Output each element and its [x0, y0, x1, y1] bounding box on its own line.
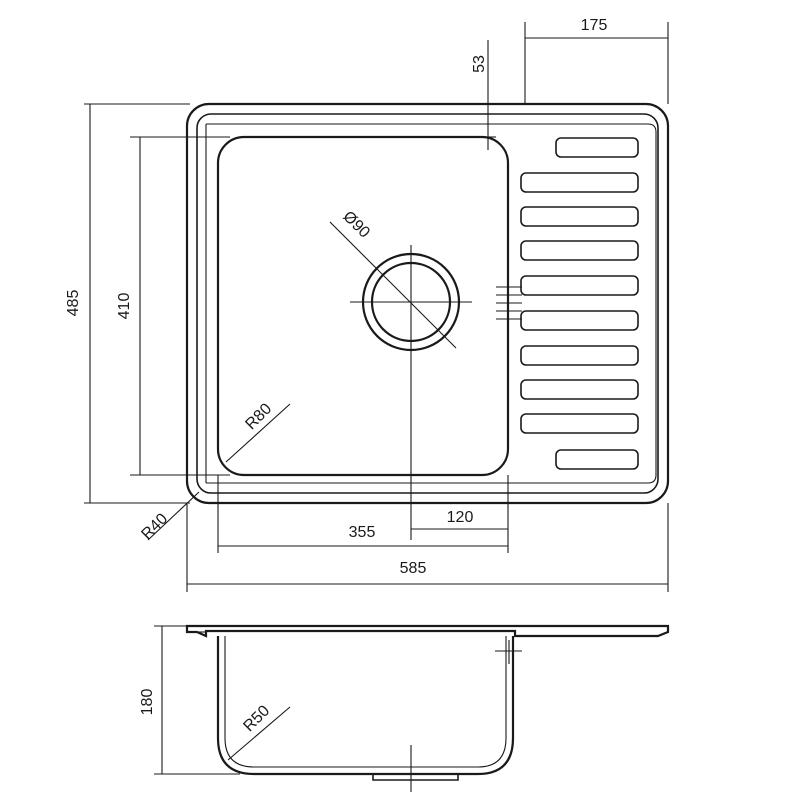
- dimension-bowl-height: 410: [116, 136, 230, 476]
- depth-radius-label: R50: [240, 702, 273, 735]
- dimension-bowl-top-offset: 53: [471, 40, 496, 150]
- drainer-rib: [555, 137, 639, 158]
- bowl-radius-label: R80: [242, 400, 275, 433]
- bowl-top-offset-label: 53: [471, 55, 488, 73]
- drainer-rib: [520, 310, 639, 331]
- side-view: 180 R50: [139, 624, 670, 792]
- drainer-rib: [555, 449, 639, 470]
- dimension-bowl-width: 355: [217, 475, 509, 553]
- side-bowl-profile: [216, 636, 515, 776]
- total-width-label: 585: [400, 560, 427, 577]
- dimension-depth: 180: [139, 625, 240, 775]
- top-view: 485 410 585 355 120: [65, 17, 670, 592]
- dimension-drain-offset: 120: [411, 509, 508, 530]
- drain-diameter-leader: [329, 221, 457, 349]
- sink-inner-rim: [196, 113, 659, 494]
- side-bowl-inner: [224, 636, 507, 768]
- bowl-outline: [216, 135, 510, 477]
- depth-label: 180: [139, 689, 156, 716]
- drainer-width-label: 175: [581, 17, 608, 34]
- sink-flange-line: [206, 123, 657, 484]
- drain-offset-label: 120: [447, 509, 474, 526]
- drainer-rib: [520, 240, 639, 261]
- drainer-rib: [520, 379, 639, 400]
- bowl-width-label: 355: [349, 524, 376, 541]
- dimension-total-width: 585: [186, 503, 669, 592]
- sink-outer-rim: [185, 102, 670, 505]
- dimension-depth-radius: R50: [227, 702, 291, 761]
- dimension-outer-radius: R40: [138, 491, 200, 543]
- dimension-drainer-width: 175: [524, 17, 669, 104]
- total-height-label: 485: [65, 290, 82, 317]
- drainer-rib: [520, 206, 639, 227]
- dimension-bowl-radius: R80: [225, 400, 291, 463]
- dimension-total-height: 485: [65, 103, 190, 504]
- overflow-marks: [496, 286, 522, 320]
- outer-radius-label: R40: [138, 510, 171, 543]
- drainer-rib: [520, 172, 639, 193]
- bowl-height-label: 410: [116, 293, 133, 320]
- drainer-rib: [520, 275, 639, 296]
- drainer-rib: [520, 413, 639, 434]
- side-rim: [185, 624, 670, 638]
- drainer-ribs: [520, 137, 639, 470]
- side-drain-stub: [372, 774, 459, 781]
- drainer-rib: [520, 345, 639, 366]
